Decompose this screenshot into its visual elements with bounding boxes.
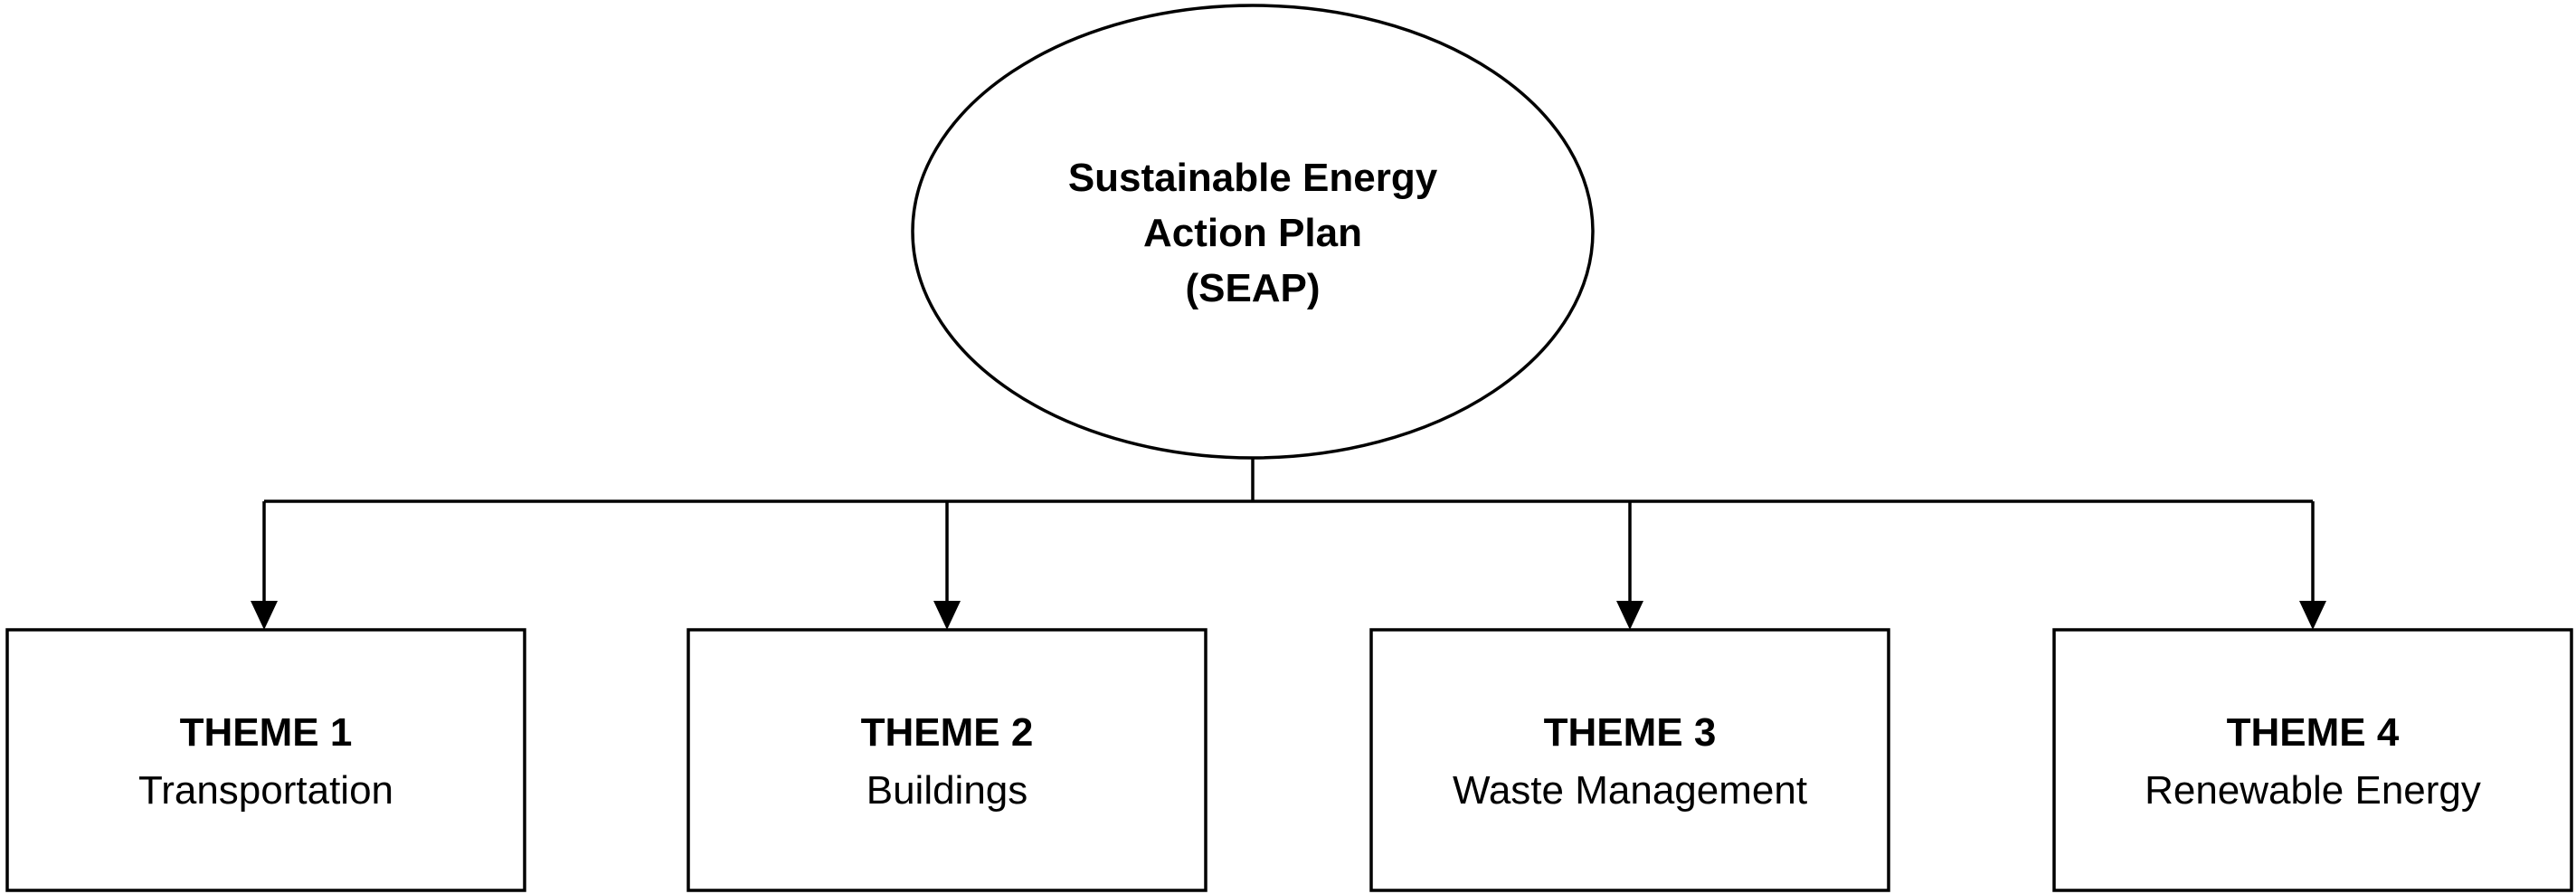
theme-2-title: THEME 2 xyxy=(861,710,1034,755)
theme-1-title: THEME 1 xyxy=(180,710,353,755)
theme-4-rect xyxy=(2052,628,2573,892)
theme-4-name: Renewable Energy xyxy=(2145,768,2481,813)
theme-3-arrowhead xyxy=(1616,601,1643,630)
theme-3-rect xyxy=(1369,628,1890,892)
root-node: Sustainable Energy Action Plan (SEAP) xyxy=(911,4,1595,460)
theme-4-title: THEME 4 xyxy=(2227,710,2400,755)
theme-1-name: Transportation xyxy=(138,768,393,813)
theme-4-arrowhead xyxy=(2299,601,2326,630)
theme-2-name: Buildings xyxy=(867,768,1028,813)
theme-3-name: Waste Management xyxy=(1453,768,1807,813)
theme-1-arrowhead xyxy=(251,601,278,630)
theme-1-rect xyxy=(5,628,526,892)
theme-box-1: THEME 1 Transportation xyxy=(5,628,526,892)
root-label-line-3: (SEAP) xyxy=(1185,266,1320,310)
theme-box-4: THEME 4 Renewable Energy xyxy=(2052,628,2573,892)
connectors xyxy=(251,458,2326,630)
theme-3-title: THEME 3 xyxy=(1544,710,1717,755)
root-label-line-1: Sustainable Energy xyxy=(1068,156,1438,200)
theme-2-rect xyxy=(687,628,1208,892)
root-label-line-2: Action Plan xyxy=(1143,211,1362,255)
theme-2-arrowhead xyxy=(933,601,961,630)
theme-box-3: THEME 3 Waste Management xyxy=(1369,628,1890,892)
theme-box-2: THEME 2 Buildings xyxy=(687,628,1208,892)
